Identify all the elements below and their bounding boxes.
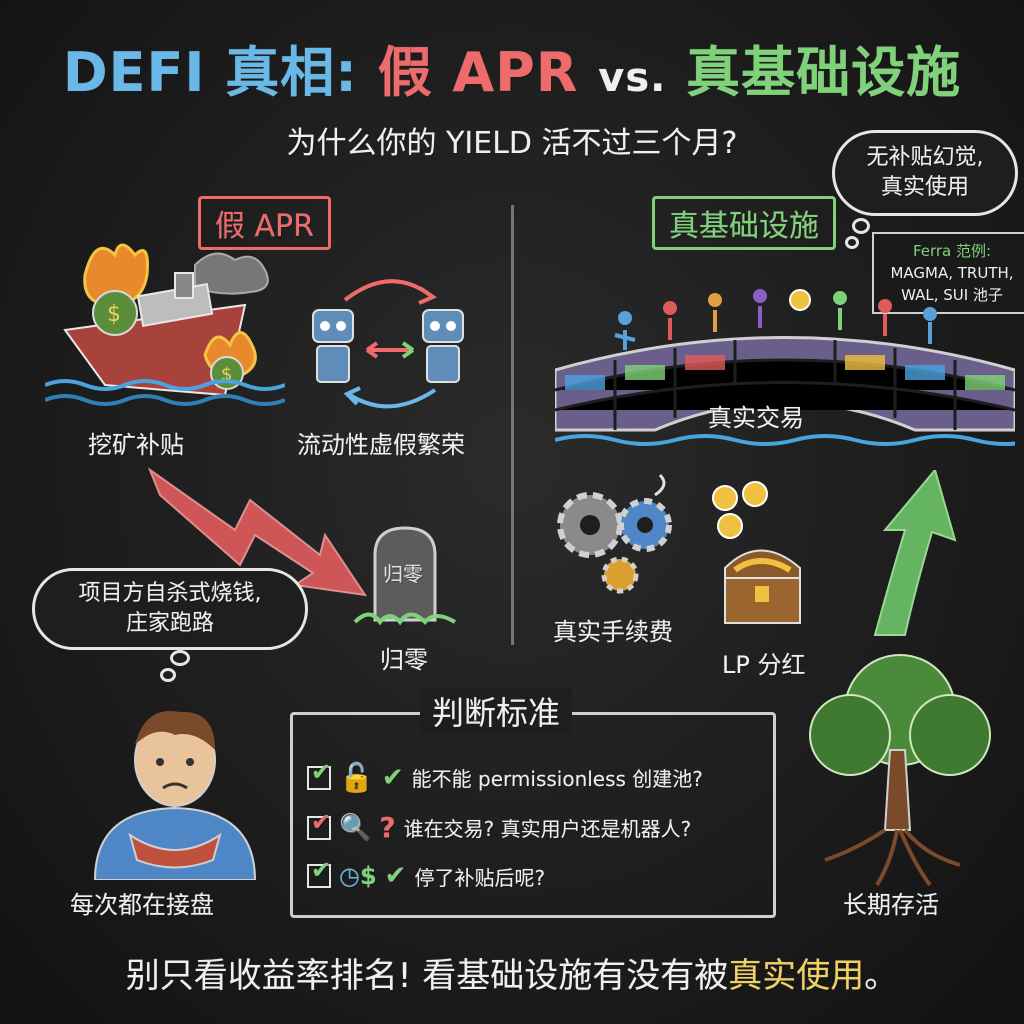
lp-dividend-label: LP 分红 xyxy=(722,651,806,679)
clock-dollar-icon: ◷$ xyxy=(339,862,377,890)
gears-icon xyxy=(557,473,672,594)
thought-dot-1 xyxy=(170,650,190,666)
tombstone-icon xyxy=(353,526,457,626)
criteria-row-who-trades: 🔍 ? 谁在交易? 真实用户还是机器人? xyxy=(307,808,692,844)
left-thought-cloud: 项目方自杀式烧钱, 庄家跑路 xyxy=(32,568,308,650)
right-thought-dot-2 xyxy=(845,236,859,249)
magnifier-user-icon: 🔍 xyxy=(339,812,372,843)
criteria-box: 🔓 ✔ 能不能 permissionless 创建池? 🔍 ? 谁在交易? 真实… xyxy=(290,712,776,918)
center-divider xyxy=(511,205,514,645)
criteria-title: 判断标准 xyxy=(420,688,573,734)
zero-label: 归零 xyxy=(380,646,428,674)
checkbox-icon xyxy=(307,758,331,790)
left-thought-line-2: 庄家跑路 xyxy=(125,611,214,636)
title-part-vs: vs. xyxy=(598,55,667,101)
svg-text:$: $ xyxy=(107,302,121,327)
left-thought-line-1: 项目方自杀式烧钱, xyxy=(78,581,262,606)
ferra-example-line-2: WAL, SUI 池子 xyxy=(901,286,1003,304)
subtitle: 为什么你的 YIELD 活不过三个月? xyxy=(286,126,738,161)
right-thought-line-2: 真实使用 xyxy=(880,175,969,200)
fake-apr-heading: 假 APR xyxy=(198,196,331,250)
right-thought-dot-1 xyxy=(852,218,870,234)
check-icon: ✔ xyxy=(384,861,407,891)
mining-subsidy-label: 挖矿补贴 xyxy=(88,431,184,459)
criteria-item-2: 谁在交易? 真实用户还是机器人? xyxy=(403,817,692,841)
crash-arrow-icon xyxy=(147,467,368,597)
thought-dot-2 xyxy=(160,668,176,682)
sad-person-icon xyxy=(93,710,257,880)
unlocked-padlock-icon: 🔓 xyxy=(339,761,374,794)
footer-end: 。 xyxy=(864,956,899,996)
bot-wash-trading-icon xyxy=(312,279,464,409)
title-part-defi: DEFI 真相: xyxy=(62,41,358,104)
real-trades-label: 真实交易 xyxy=(708,404,804,432)
footer-message: 别只看收益率排名! 看基础设施有没有被真实使用。 xyxy=(0,948,1024,997)
question-mark-icon: ? xyxy=(379,811,396,844)
title-part-fake-apr: 假 APR xyxy=(377,41,579,104)
criteria-row-after-subsidy: ◷$ ✔ 停了补贴后呢? xyxy=(307,856,546,891)
criteria-row-permissionless: 🔓 ✔ 能不能 permissionless 创建池? xyxy=(307,758,703,794)
right-thought-cloud: 无补贴幻觉, 真实使用 xyxy=(832,130,1018,216)
tree-icon xyxy=(809,654,991,887)
ferra-example-line-1: MAGMA, TRUTH, xyxy=(890,264,1014,282)
check-icon: ✔ xyxy=(381,762,404,793)
criteria-item-1: 能不能 permissionless 创建池? xyxy=(411,767,703,791)
page-title: DEFI 真相: 假 APR vs. 真基础设施 xyxy=(0,28,1024,107)
real-infra-heading: 真基础设施 xyxy=(652,196,836,250)
tombstone-text: 归零 xyxy=(383,562,423,586)
ferra-example-title: Ferra 范例: xyxy=(912,242,992,260)
sinking-ship-icon: $ $ xyxy=(45,243,285,406)
right-thought-line-1: 无补贴幻觉, xyxy=(866,145,984,170)
svg-text:$: $ xyxy=(221,364,232,385)
criteria-item-3: 停了补贴后呢? xyxy=(414,865,546,890)
checkbox-icon xyxy=(307,856,331,888)
long-term-survival-label: 长期存活 xyxy=(843,891,939,919)
bridge-icon xyxy=(555,289,1015,446)
ferra-example-box: Ferra 范例: MAGMA, TRUTH, WAL, SUI 池子 xyxy=(872,232,1024,314)
treasure-chest-icon xyxy=(712,481,801,624)
footer-main: 别只看收益率排名! 看基础设施有没有被 xyxy=(125,956,729,996)
real-fees-label: 真实手续费 xyxy=(553,618,673,646)
checkbox-icon xyxy=(307,808,331,840)
title-part-real-infra: 真基础设施 xyxy=(686,41,962,104)
bag-holder-label: 每次都在接盘 xyxy=(70,891,214,919)
footer-highlight: 真实使用 xyxy=(728,956,865,996)
fake-liquidity-label: 流动性虚假繁荣 xyxy=(297,431,465,459)
growth-arrow-icon xyxy=(873,470,957,636)
